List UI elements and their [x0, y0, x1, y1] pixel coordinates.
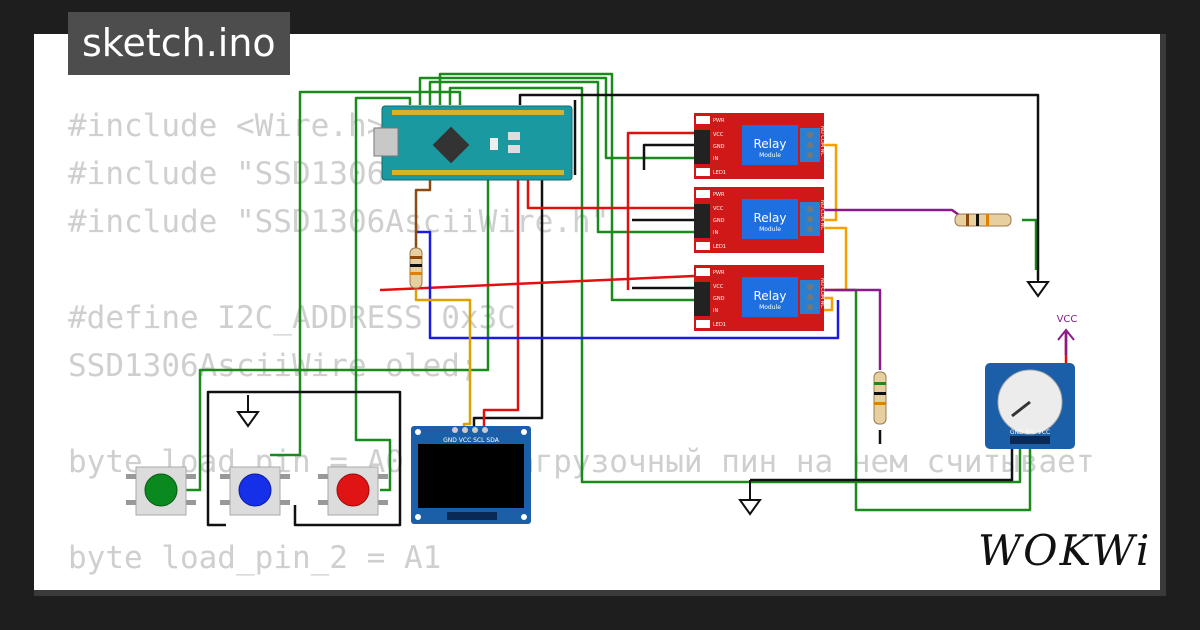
- wire-orange: [822, 143, 838, 222]
- wire-green: [438, 72, 694, 302]
- relay-3-subtitle: Module: [759, 304, 781, 311]
- ground-icon: [1026, 281, 1050, 298]
- wire-purple: [822, 288, 882, 370]
- resistor-2[interactable]: [954, 213, 1012, 227]
- relay-1-pin-vcc: VCC: [713, 132, 724, 138]
- chip: [432, 126, 470, 164]
- oled-pin-labels: GND VCC SCL SDA: [443, 437, 500, 444]
- wire-black: [206, 490, 226, 527]
- relay-3-title: Relay: [754, 289, 787, 303]
- ground-icon: [738, 499, 762, 516]
- potentiometer[interactable]: [985, 363, 1075, 449]
- wire-orange: [822, 296, 834, 312]
- relay-2-pin-vcc: VCC: [713, 206, 724, 212]
- code-line: byte load_pin_2 = A1: [68, 540, 442, 576]
- wire-purple: [822, 208, 967, 222]
- relay-module-2[interactable]: [694, 187, 824, 253]
- wire-black: [206, 390, 402, 527]
- ground-symbols: [236, 280, 1050, 516]
- relay-1-switch-labels: NO COM NC: [819, 126, 825, 156]
- usb-port: [373, 127, 399, 157]
- wire-black: [518, 93, 1040, 280]
- relay-1-title: Relay: [754, 137, 787, 151]
- vcc-symbol: [1057, 328, 1075, 352]
- code-line: byte load_pin = A0 // нагрузочный пин на…: [68, 444, 1095, 480]
- relay-module-3[interactable]: [694, 265, 824, 331]
- wire-green: [428, 80, 694, 234]
- relay-2-switch-labels: NO COM NC: [819, 200, 825, 230]
- relay-3-pin-in: IN: [713, 308, 718, 314]
- relay-2-pin-gnd: GND: [713, 218, 725, 224]
- oled-display[interactable]: [411, 426, 531, 524]
- relay-1-subtitle: Module: [759, 152, 781, 159]
- wire-black: [472, 175, 544, 428]
- code-line: #include <Wire.h>: [68, 108, 386, 144]
- relay-3-pin-vcc: VCC: [713, 284, 724, 290]
- push-button-green[interactable]: [126, 466, 196, 516]
- wire-green: [1022, 218, 1038, 270]
- wires: [186, 72, 1068, 527]
- push-button-red[interactable]: [318, 466, 388, 516]
- arduino-nano[interactable]: [373, 105, 573, 181]
- code-line: SSD1306AsciiWire oled;: [68, 348, 479, 384]
- code-line: #include "SSD1306AsciiWire.h": [68, 204, 610, 240]
- vcc-label: VCC: [1057, 314, 1078, 325]
- code-line: #include "SSD1306: [68, 156, 386, 192]
- relay-1-pwr-label: PWR: [713, 118, 725, 124]
- relay-2-led-label: LED1: [713, 244, 726, 250]
- wire-green: [354, 96, 412, 492]
- wire-blue: [416, 230, 840, 340]
- wire-green: [448, 86, 1022, 484]
- wire-red: [526, 175, 694, 210]
- relay-2-pwr-label: PWR: [713, 192, 725, 198]
- resistor-3[interactable]: [873, 371, 887, 425]
- relay-3-led-label: LED1: [713, 322, 726, 328]
- relay-2-pin-in: IN: [713, 230, 718, 236]
- wire-black: [642, 143, 694, 170]
- wire-black: [750, 444, 1014, 482]
- relay-module-1[interactable]: [694, 113, 824, 179]
- code-background: #include <Wire.h> #include "SSD1306 #inc…: [68, 102, 1095, 582]
- relay-3-switch-labels: NO COM NC: [819, 278, 825, 308]
- relay-1-pin-gnd: GND: [713, 144, 725, 150]
- wire-yellow: [414, 290, 472, 428]
- relay-2-title: Relay: [754, 211, 787, 225]
- file-tab[interactable]: sketch.ino: [68, 12, 290, 75]
- pot-pin-labels: GND SIG VCC: [1010, 429, 1050, 436]
- wire-green: [418, 76, 694, 160]
- relay-3-pwr-label: PWR: [713, 270, 725, 276]
- resistor-1[interactable]: [409, 247, 423, 289]
- relay-1-led-label: LED1: [713, 170, 726, 176]
- code-line: #define I2C_ADDRESS 0x3C: [68, 300, 516, 336]
- wire-red: [379, 274, 695, 292]
- ground-icon: [236, 411, 260, 428]
- relay-1-pin-in: IN: [713, 156, 718, 162]
- wire-green: [270, 90, 462, 457]
- wire-brown: [414, 175, 432, 248]
- wire-red: [482, 175, 520, 428]
- push-button-blue[interactable]: [220, 466, 290, 516]
- wire-red: [626, 131, 694, 290]
- wokwi-logo: WOKWi: [978, 526, 1152, 575]
- wire-green: [186, 175, 490, 492]
- relay-3-pin-gnd: GND: [713, 296, 725, 302]
- relay-2-subtitle: Module: [759, 226, 781, 233]
